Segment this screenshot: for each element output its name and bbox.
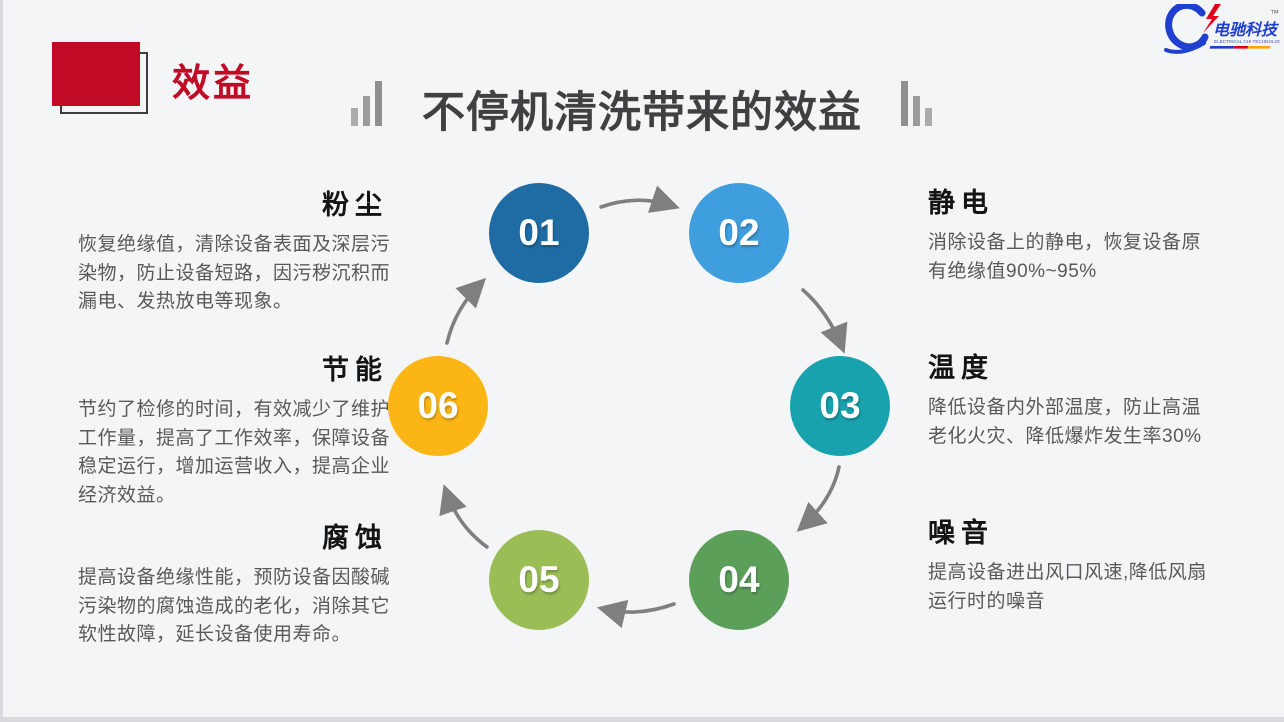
benefit-heading-noise: 噪音 [928,518,994,548]
benefit-heading-corrosion: 腐蚀 [322,523,388,553]
arrow-03-04 [796,465,841,532]
logo-trademark: ™ [1270,8,1279,18]
arrow-06-01 [445,277,487,345]
arrow-05-06 [439,484,489,549]
logo-lightning-icon [1203,4,1221,33]
cycle-step-05-number: 05 [518,559,560,600]
slide-title: 不停机清洗带来的效益 [422,89,862,137]
cycle-step-02: 02 [689,183,789,283]
title-accent-bars-left-icon [351,81,382,126]
arrow-02-03 [801,288,848,354]
cycle-step-03: 03 [790,356,890,456]
canvas-edge-bottom [0,717,1284,722]
cycle-step-01-number: 01 [518,212,560,253]
logo-swoosh-tail-icon [1164,41,1206,54]
cycle-step-04-number: 04 [718,559,760,600]
benefit-heading-energy: 节能 [322,355,388,385]
benefit-body-corrosion: 提高设备绝缘性能，预防设备因酸碱污染物的腐蚀造成的老化，消除其它软性故障，延长设… [78,567,391,645]
cycle-arrows [439,185,848,628]
benefit-block-static: 静电 消除设备上的静电，恢复设备原有绝缘值90%~95% [928,181,1220,286]
benefit-heading-dust: 粉尘 [322,190,388,220]
title-accent-bars-right-icon [901,81,932,126]
benefit-block-energy: 节能 节约了检修的时间，有效减少了维护工作量，提高了工作效率，保障设备稳定运行，… [78,348,390,510]
section-label: 效益 [172,63,255,105]
logo-brand-text: 电驰科技 [1213,21,1279,39]
cycle-step-03-number: 03 [819,385,861,426]
benefit-body-noise: 提高设备进出风口风速,降低风扇运行时的噪音 [928,562,1207,612]
benefit-body-energy: 节约了检修的时间，有效减少了维护工作量，提高了工作效率，保障设备稳定运行，增加运… [78,399,391,506]
benefit-block-temperature: 温度 降低设备内外部温度，防止高温老化火灾、降低爆炸发生率30% [928,346,1220,451]
company-logo: 电驰科技 ELECTRICAL CHI TECHNOLOGY ™ [1162,1,1284,56]
logo-stripe-icon [1209,46,1271,49]
cycle-step-02-number: 02 [718,212,760,253]
canvas-edge-left [0,0,3,722]
arrow-04-05 [596,599,676,628]
benefit-block-dust: 粉尘 恢复绝缘值，清除设备表面及深层污染物，防止设备短路，因污秽沉积而漏电、发热… [78,183,390,317]
cycle-step-01: 01 [489,183,589,283]
logo-caption-text: ELECTRICAL CHI TECHNOLOGY [1214,39,1280,44]
benefit-heading-temperature: 温度 [928,353,994,383]
cycle-step-04: 04 [689,530,789,630]
section-marker-box [52,42,140,106]
benefit-heading-static: 静电 [928,188,994,218]
benefit-body-static: 消除设备上的静电，恢复设备原有绝缘值90%~95% [928,232,1202,282]
benefit-block-corrosion: 腐蚀 提高设备绝缘性能，预防设备因酸碱污染物的腐蚀造成的老化，消除其它软性故障，… [78,516,390,650]
cycle-step-06-number: 06 [417,385,459,426]
arrow-01-02 [599,185,680,213]
cycle-step-06: 06 [388,356,488,456]
benefit-block-noise: 噪音 提高设备进出风口风速,降低风扇运行时的噪音 [928,511,1220,616]
benefit-body-dust: 恢复绝缘值，清除设备表面及深层污染物，防止设备短路，因污秽沉积而漏电、发热放电等… [78,234,391,312]
cycle-step-05: 05 [489,530,589,630]
benefit-body-temperature: 降低设备内外部温度，防止高温老化火灾、降低爆炸发生率30% [928,397,1202,447]
logo-swoosh-icon [1165,1,1209,51]
